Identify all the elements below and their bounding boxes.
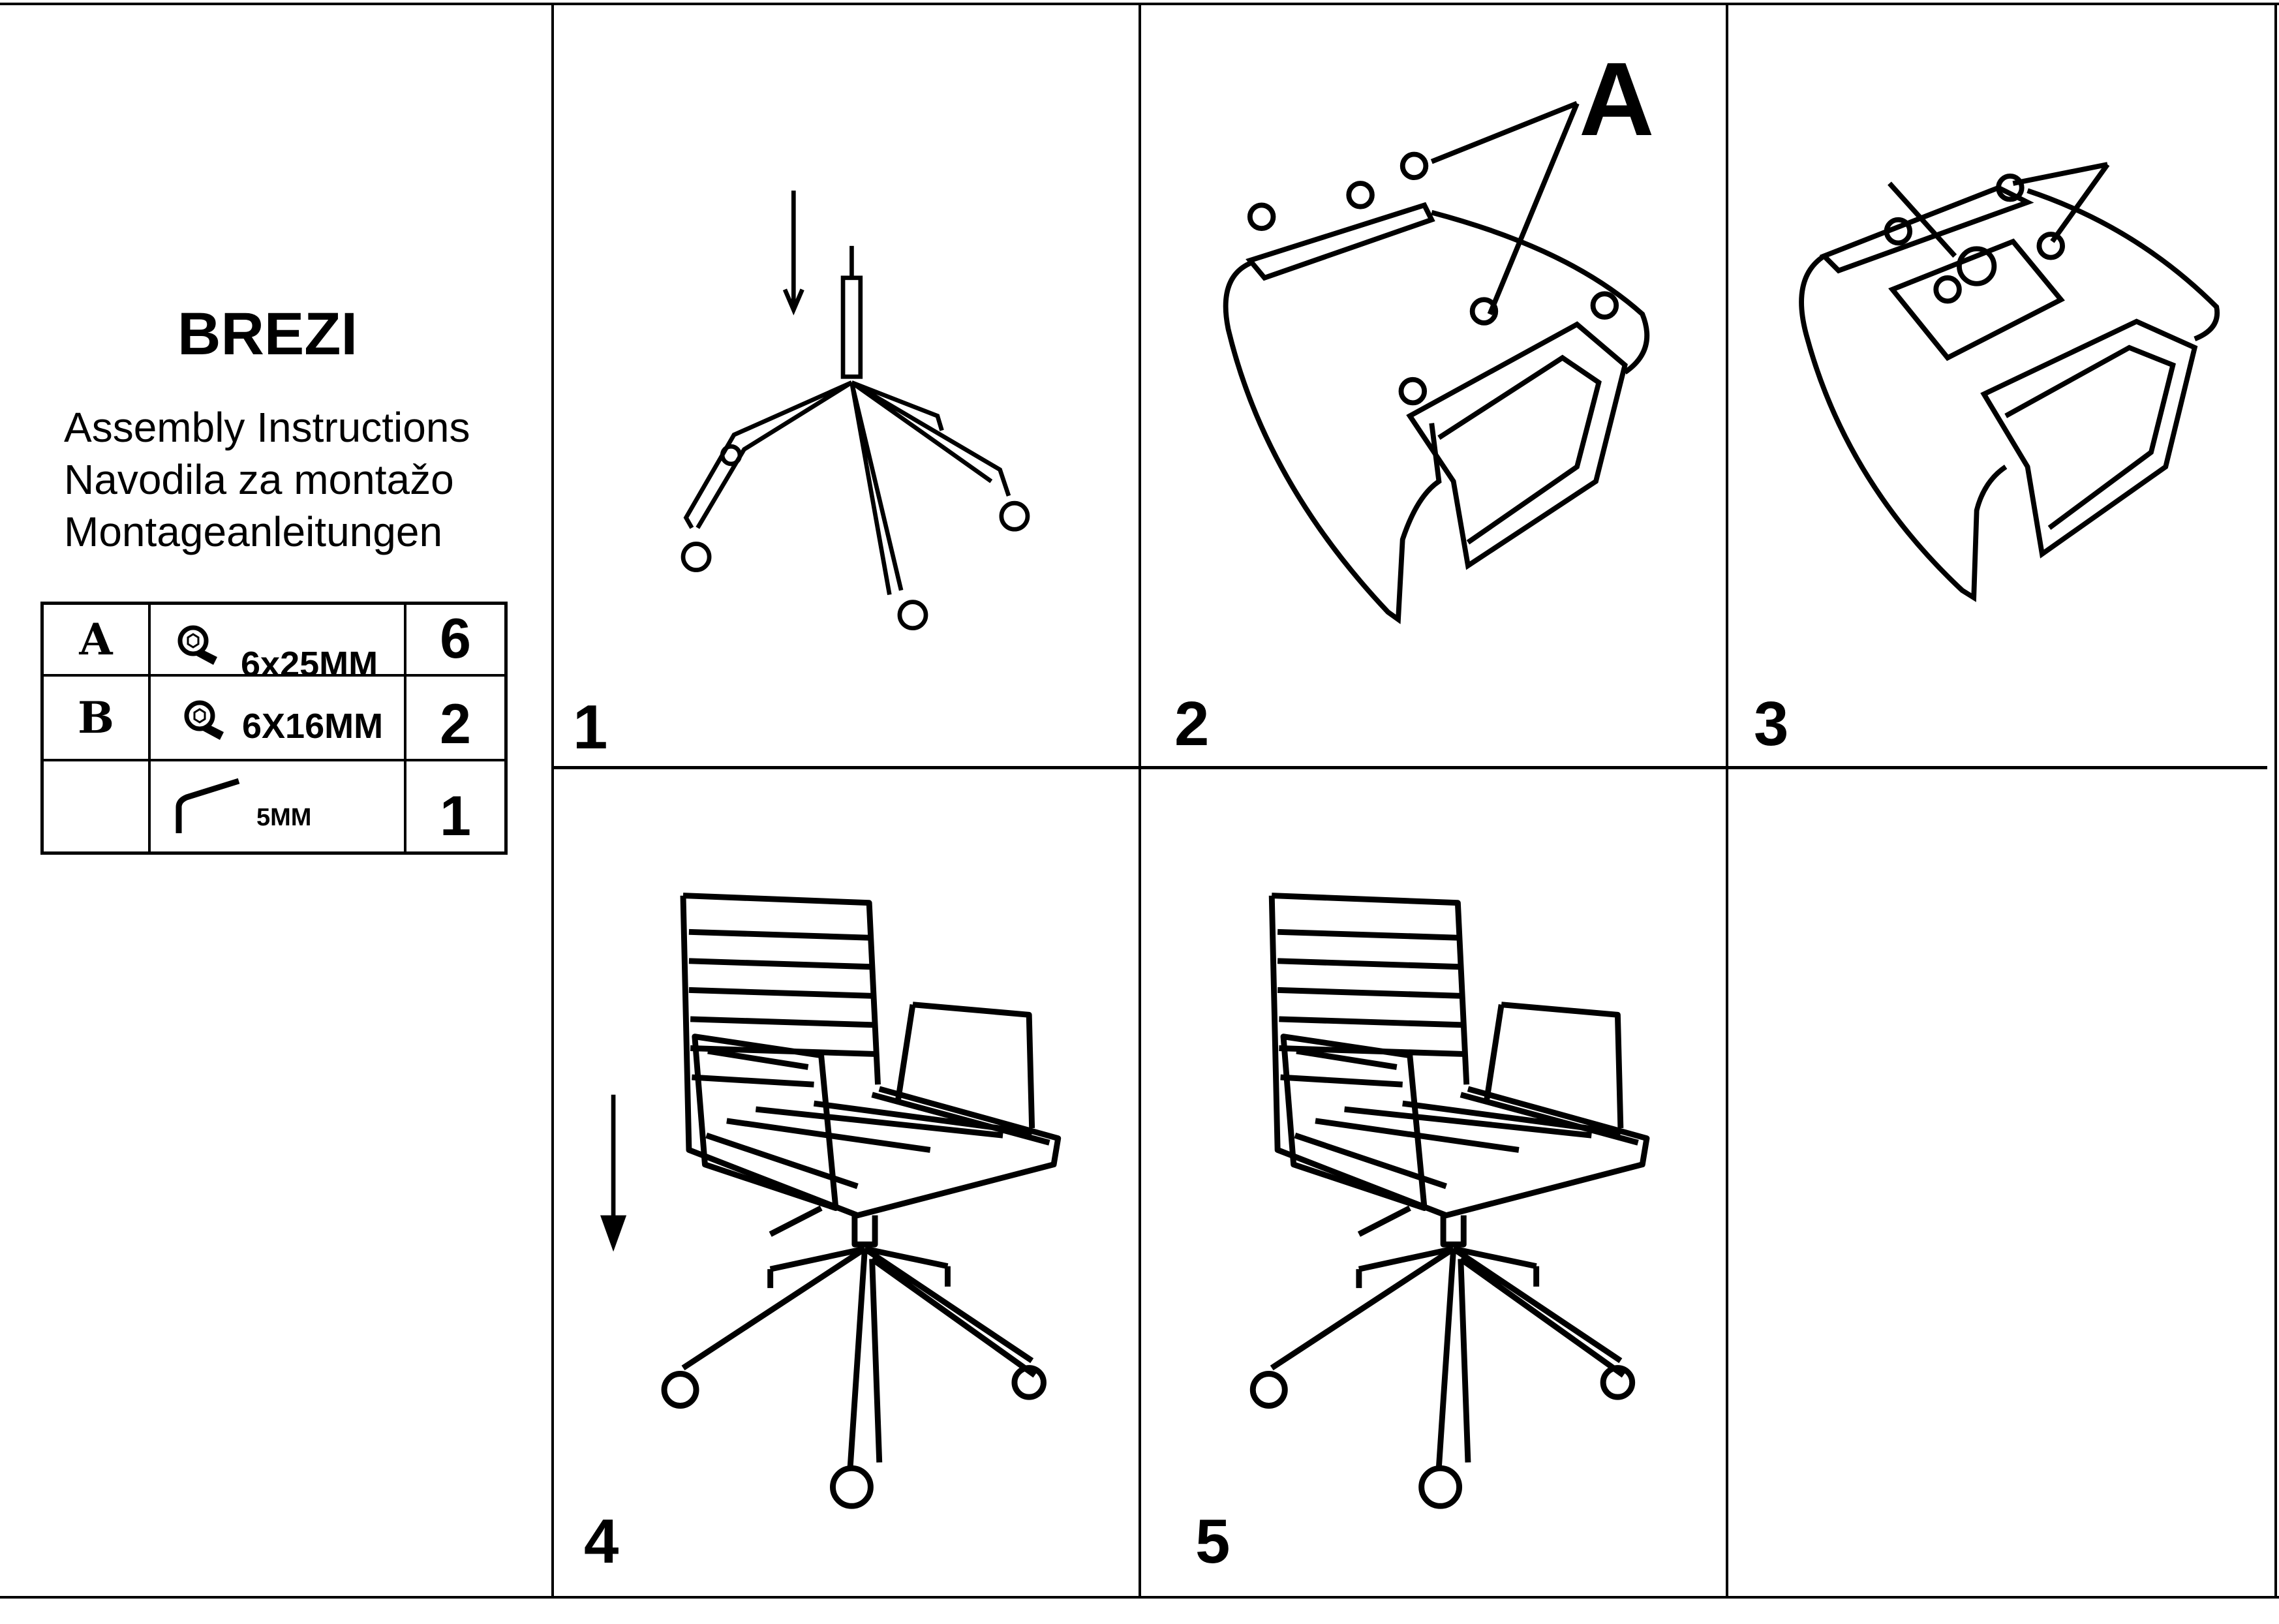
step2-seat-illustration [1223, 100, 1650, 624]
bolt-icon [184, 700, 224, 740]
arrow-down-icon [782, 191, 804, 316]
parts-row-a: A 6x25MM 6 [40, 602, 508, 684]
step-number-2: 2 [1174, 689, 1210, 759]
parts-table: A 6x25MM 6 B 6X16MM 2 5MM 1 [40, 602, 508, 855]
step5-chair-illustration [1253, 896, 1647, 1507]
part-qty: 6 [404, 602, 508, 677]
part-code: B [40, 673, 151, 762]
divider-mid [1139, 3, 1141, 1596]
divider-row [551, 766, 2267, 769]
step1-base-illustration [681, 191, 1030, 631]
part-qty: 1 [404, 759, 508, 855]
divider-left [551, 3, 554, 1596]
divider-right [1726, 3, 1728, 1596]
step-number-5: 5 [1195, 1507, 1231, 1576]
part-size: 5MM [256, 804, 312, 832]
subtitle-en: Assembly Instructions [64, 404, 470, 451]
bolt-icon [177, 625, 217, 665]
part-code [40, 759, 151, 855]
step-number-1: 1 [573, 692, 608, 762]
right-border [2274, 3, 2277, 1599]
step-number-4: 4 [584, 1507, 619, 1576]
part-code: A [40, 602, 151, 677]
subtitle-de: Montageanleitungen [64, 508, 443, 555]
part-qty: 2 [404, 673, 508, 762]
callout-a: A [1579, 40, 1655, 157]
bottom-border [0, 1596, 2279, 1599]
product-title: BREZI [177, 301, 358, 367]
step4-chair-illustration [600, 896, 1058, 1507]
step3-mechanism-illustration [1799, 162, 2220, 602]
parts-row-key: 5MM 1 [40, 759, 508, 855]
step-number-3: 3 [1754, 689, 1789, 759]
allen-key-icon [176, 778, 240, 834]
parts-row-b: B 6X16MM 2 [40, 673, 508, 762]
screw-icon [1247, 151, 1619, 406]
part-size: 6X16MM [242, 706, 384, 746]
subtitle-sl: Navodila za montažo [64, 456, 454, 503]
